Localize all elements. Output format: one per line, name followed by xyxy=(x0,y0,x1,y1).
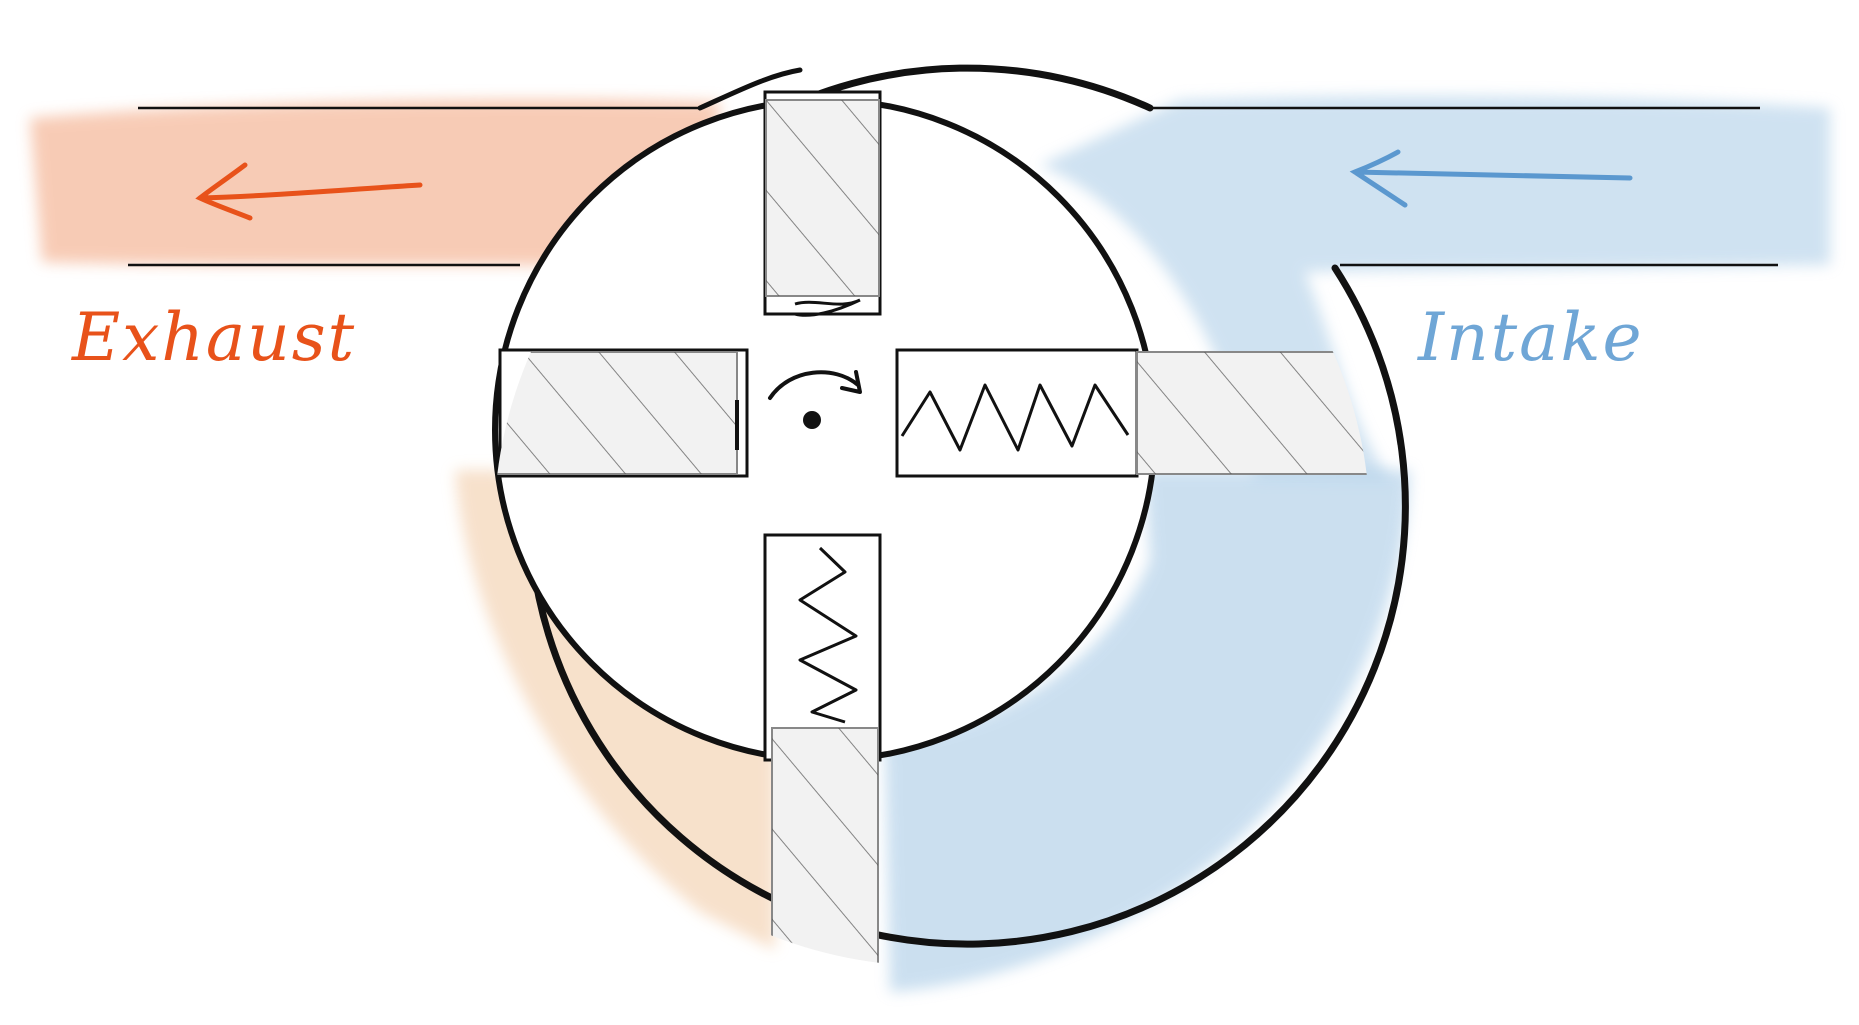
right-vane-slot xyxy=(895,348,1139,478)
bottom-vane xyxy=(771,727,879,966)
exhaust-label: Exhaust xyxy=(71,299,356,376)
springs xyxy=(798,383,1130,724)
exhaust-port xyxy=(128,106,700,267)
intake-label: Intake xyxy=(1417,299,1644,376)
intake-pocket-wash xyxy=(885,470,1410,992)
exhaust-arrow-icon xyxy=(195,162,423,221)
housing-port-gap xyxy=(697,67,803,111)
rotation-arrow-icon xyxy=(768,370,862,400)
bottom-spring xyxy=(798,546,858,724)
right-vane xyxy=(1136,351,1370,475)
vanes xyxy=(494,99,1370,966)
rotor-axis-dot xyxy=(803,411,821,429)
rotation-indicator xyxy=(768,370,862,429)
intake-arrow-icon xyxy=(1349,149,1633,208)
right-spring xyxy=(900,383,1130,452)
intake-port xyxy=(1150,106,1778,267)
left-vane xyxy=(494,351,739,475)
bottom-vane-slot xyxy=(763,533,882,762)
exhaust-port-wash xyxy=(30,99,720,268)
top-vane xyxy=(765,99,880,317)
